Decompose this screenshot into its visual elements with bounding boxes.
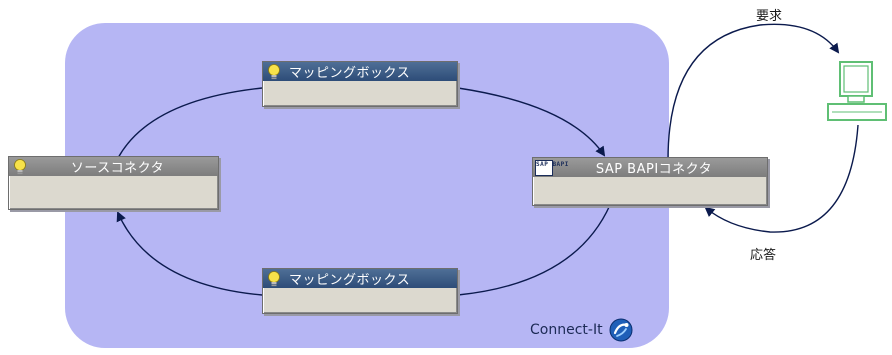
source-connector-label: ソースコネクタ (70, 161, 165, 176)
source-connector: ソースコネクタ (8, 156, 219, 210)
connect-it-logo-icon (609, 318, 633, 342)
mapping-box-top-titlebar: マッピングボックス (263, 62, 457, 81)
mapping-box-bottom-label: マッピングボックス (289, 273, 411, 288)
computer-icon (827, 61, 887, 121)
mapping-box-top: マッピングボックス (262, 61, 458, 107)
lightbulb-icon (268, 63, 280, 79)
source-connector-titlebar: ソースコネクタ (9, 157, 218, 176)
arrow-response (704, 124, 859, 233)
arrow-mapping-bottom-to-source (116, 211, 263, 296)
response-label: 応答 (750, 248, 777, 263)
arrow-request (667, 23, 840, 161)
mapping-box-bottom: マッピングボックス (262, 268, 458, 314)
sap-bapi-connector: SAP BAPI SAP BAPIコネクタ (532, 157, 768, 206)
mapping-box-top-label: マッピングボックス (289, 66, 411, 81)
mapping-box-bottom-titlebar: マッピングボックス (263, 269, 457, 288)
sap-bapi-connector-titlebar: SAP BAPI SAP BAPIコネクタ (533, 158, 767, 177)
sap-logo-icon: SAP BAPI (535, 159, 568, 176)
brand-name: Connect-It (530, 322, 603, 338)
lightbulb-icon (268, 270, 280, 286)
arrow-mapping-top-to-sap (457, 87, 606, 157)
sap-bapi-connector-label: SAP BAPIコネクタ (595, 162, 713, 177)
arrow-source-to-mapping-top (117, 87, 263, 159)
arrow-sap-to-mapping-bottom (457, 204, 611, 296)
lightbulb-icon (14, 158, 26, 174)
connect-it-brand: Connect-It (530, 318, 633, 342)
request-label: 要求 (756, 9, 783, 24)
